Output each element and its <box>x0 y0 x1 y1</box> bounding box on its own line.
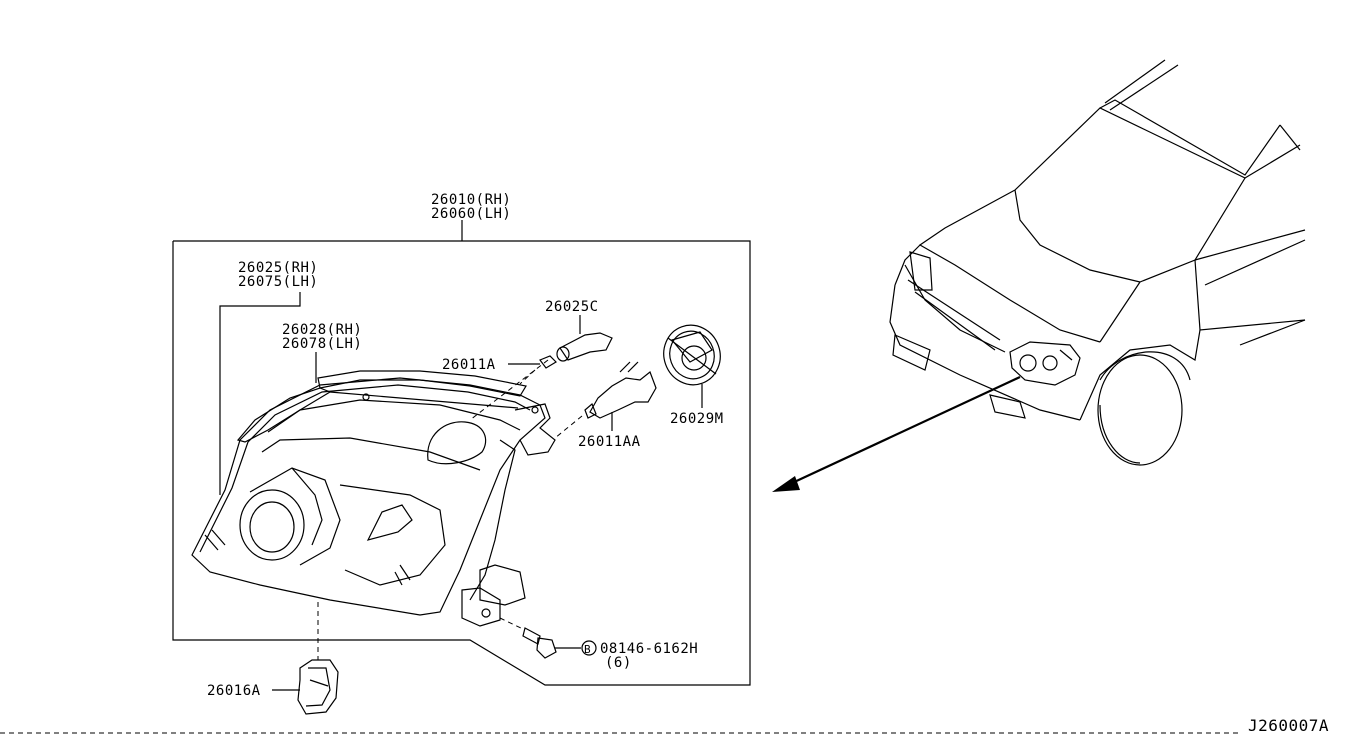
callout-26025-rh: 26025(RH) <box>238 260 318 276</box>
callout-26025C: 26025C <box>545 299 599 315</box>
bracket-26016A <box>297 602 339 715</box>
assembly-frame <box>172 240 751 686</box>
location-arrow <box>772 376 1021 492</box>
callout-26010-rh: 26010(RH) <box>431 192 511 208</box>
bulb-26011AA <box>554 361 657 439</box>
callout-26016A: 26016A <box>207 683 261 699</box>
callout-26010-lh: 26060(LH) <box>431 206 511 222</box>
bolt-08146 <box>499 617 557 659</box>
bulb-26011A <box>519 355 557 385</box>
bolt-symbol-circle <box>581 640 597 656</box>
bulb-socket-26025C <box>469 332 613 421</box>
callout-26011A: 26011A <box>442 357 496 373</box>
dust-cap-26029M <box>663 324 721 386</box>
callout-08146-qty: (6) <box>605 655 632 671</box>
headlamp-assembly-drawing <box>191 370 556 627</box>
callout-08146: 08146-6162H <box>600 641 698 657</box>
callout-26029M: 26029M <box>670 411 724 427</box>
callout-26011AA: 26011AA <box>578 434 641 450</box>
diagram-id: J260007A <box>1248 716 1329 735</box>
callout-26028-lh: 26078(LH) <box>282 336 362 352</box>
leader-26025 <box>219 292 301 495</box>
bolt-symbol-letter: B <box>584 643 591 656</box>
callout-26025-lh: 26075(LH) <box>238 274 318 290</box>
callout-26028-rh: 26028(RH) <box>282 322 362 338</box>
vehicle-illustration <box>889 59 1306 466</box>
